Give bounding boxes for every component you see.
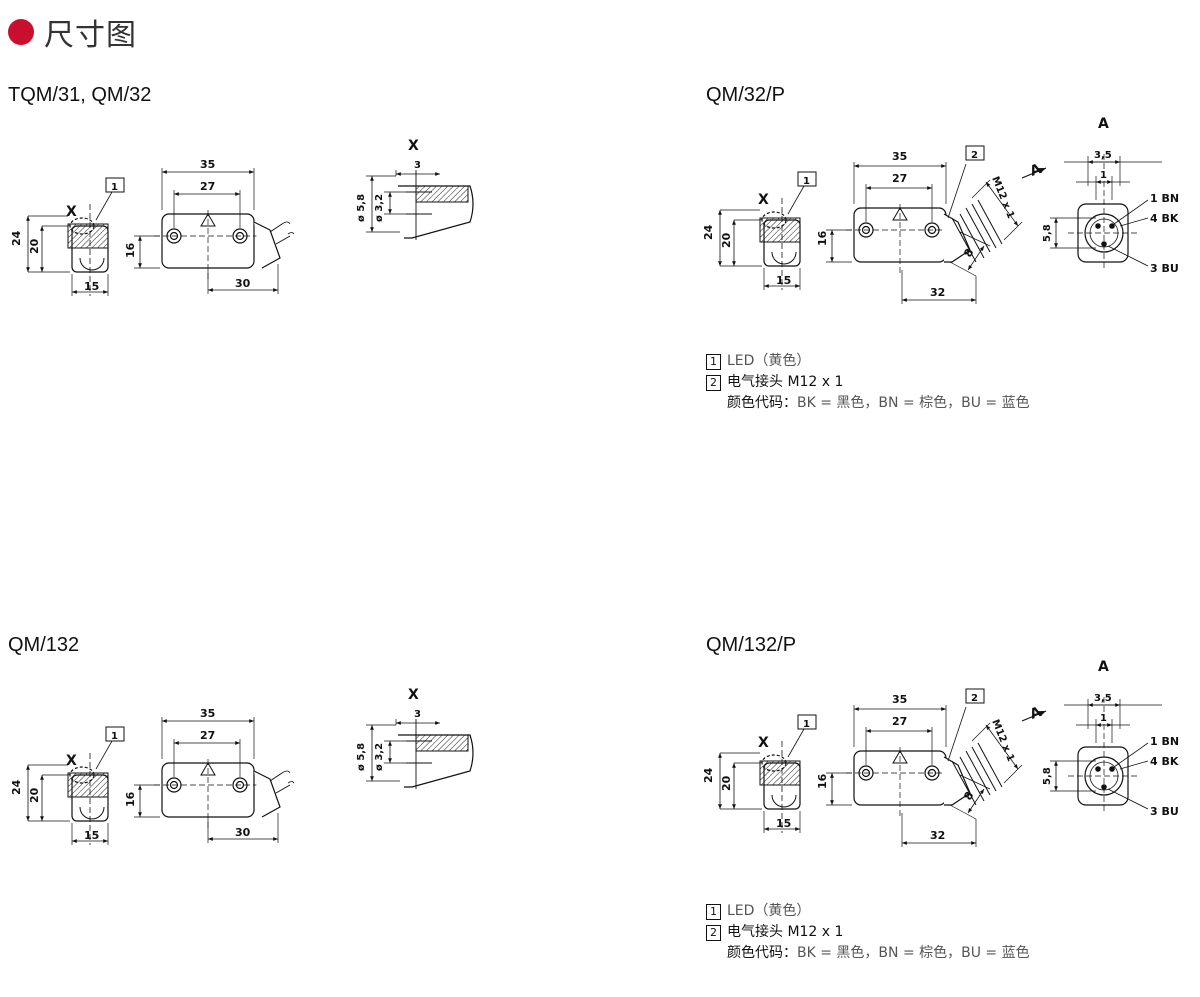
x-marker-label: X bbox=[66, 753, 77, 769]
dim-30: 30 bbox=[235, 277, 251, 290]
dim-35: 35 bbox=[200, 158, 215, 171]
legend-colors-text: BK = 黑色，BN = 棕色，BU = 蓝色 bbox=[797, 945, 1030, 961]
arrow-a-label: A bbox=[1028, 704, 1044, 723]
legend-item-connector: 2 电气接头 M12 x 1 bbox=[706, 922, 1030, 943]
dim-32: 32 bbox=[930, 829, 945, 842]
pin-3-bu: 3 BU bbox=[1150, 805, 1179, 818]
callout-2: 2 bbox=[971, 150, 978, 161]
dim-32: 32 bbox=[930, 286, 945, 299]
drawing-qm32p: 24 20 15 X 1 35 27 16 2 M12 x 1 8 32 A A… bbox=[702, 116, 1179, 304]
model-label-qm132p: QM/132/P bbox=[706, 634, 797, 656]
dim-24: 24 bbox=[702, 767, 715, 783]
callout-1: 1 bbox=[803, 176, 810, 187]
x-marker-label: X bbox=[758, 735, 769, 751]
dim-1: 1 bbox=[1100, 713, 1107, 724]
dim-24: 24 bbox=[702, 224, 715, 240]
legend-text-connector: 电气接头 M12 x 1 bbox=[727, 924, 844, 940]
pin-3-bu: 3 BU bbox=[1150, 262, 1179, 275]
view-a-label: A bbox=[1098, 116, 1109, 132]
dim-27: 27 bbox=[200, 180, 215, 193]
drawing-tqm31-qm32: 24 20 15 X 1 35 27 16 30 X 3 ø 5,8 ø 3,2 bbox=[10, 138, 473, 296]
legend-qm132p: 1 LED（黄色） 2 电气接头 M12 x 1 颜色代码： BK = 黑色，B… bbox=[706, 901, 1030, 964]
x-marker-label: X bbox=[66, 204, 77, 220]
dim-dia-32: ø 3,2 bbox=[374, 743, 385, 771]
dim-m12: M12 x 1 bbox=[989, 175, 1016, 220]
legend-item-led: 1 LED（黄色） bbox=[706, 901, 1030, 922]
dim-20: 20 bbox=[28, 238, 41, 254]
detail-x-label: X bbox=[408, 138, 419, 154]
section-header: 尺寸图 bbox=[8, 10, 137, 54]
legend-color-codes: 颜色代码： BK = 黑色，BN = 棕色，BU = 蓝色 bbox=[706, 943, 1030, 964]
dim-3-5: 3,5 bbox=[1094, 693, 1112, 704]
x-marker-label: X bbox=[758, 192, 769, 208]
dim-m12: M12 x 1 bbox=[989, 718, 1016, 763]
legend-colors-label: 颜色代码： bbox=[727, 945, 797, 961]
legend-item-connector: 2 电气接头 M12 x 1 bbox=[706, 372, 1030, 393]
drawing-qm132: 24 20 15 X 1 35 27 16 30 X 3 ø 5,8 ø 3,2 bbox=[10, 687, 473, 845]
dim-16: 16 bbox=[124, 242, 137, 258]
legend-text-led: LED（黄色） bbox=[727, 353, 811, 369]
dim-24: 24 bbox=[10, 230, 23, 246]
dim-dia-58: ø 5,8 bbox=[356, 194, 367, 222]
dim-15: 15 bbox=[84, 829, 99, 842]
legend-color-codes: 颜色代码： BK = 黑色，BN = 棕色，BU = 蓝色 bbox=[706, 393, 1030, 414]
dim-20: 20 bbox=[28, 787, 41, 803]
dim-16: 16 bbox=[816, 230, 829, 246]
dim-3: 3 bbox=[414, 709, 421, 720]
pin-4-bk: 4 BK bbox=[1150, 755, 1179, 768]
legend-num-2: 2 bbox=[706, 374, 721, 391]
dim-35: 35 bbox=[892, 150, 907, 163]
view-a-label: A bbox=[1098, 659, 1109, 675]
legend-qm32p: 1 LED（黄色） 2 电气接头 M12 x 1 颜色代码： BK = 黑色，B… bbox=[706, 351, 1030, 414]
dim-5-8: 5,8 bbox=[1042, 767, 1053, 785]
dim-16: 16 bbox=[816, 773, 829, 789]
dim-20: 20 bbox=[720, 232, 733, 248]
drawing-qm132p: 24 20 15 X 1 35 27 16 2 M12 x 1 8 32 A A… bbox=[702, 659, 1179, 847]
pin-1-bn: 1 BN bbox=[1150, 192, 1179, 205]
dim-16: 16 bbox=[124, 791, 137, 807]
dim-27: 27 bbox=[892, 172, 907, 185]
callout-1: 1 bbox=[111, 182, 118, 193]
pin-4-bk: 4 BK bbox=[1150, 212, 1179, 225]
dim-dia-32: ø 3,2 bbox=[374, 194, 385, 222]
legend-colors-label: 颜色代码： bbox=[727, 395, 797, 411]
dim-27: 27 bbox=[892, 715, 907, 728]
model-label-qm32p: QM/32/P bbox=[706, 84, 785, 106]
dim-dia-58: ø 5,8 bbox=[356, 743, 367, 771]
red-bullet-icon bbox=[8, 19, 34, 45]
dim-3-5: 3,5 bbox=[1094, 150, 1112, 161]
page-title: 尺寸图 bbox=[44, 18, 137, 53]
legend-text-connector: 电气接头 M12 x 1 bbox=[727, 374, 844, 390]
dim-3: 3 bbox=[414, 160, 421, 171]
dim-15: 15 bbox=[84, 280, 99, 293]
dim-35: 35 bbox=[892, 693, 907, 706]
model-label-tqm31-qm32: TQM/31, QM/32 bbox=[8, 84, 152, 106]
legend-item-led: 1 LED（黄色） bbox=[706, 351, 1030, 372]
dim-15: 15 bbox=[776, 274, 791, 287]
legend-colors-text: BK = 黑色，BN = 棕色，BU = 蓝色 bbox=[797, 395, 1030, 411]
dim-5-8: 5,8 bbox=[1042, 224, 1053, 242]
dim-1: 1 bbox=[1100, 170, 1107, 181]
pin-1-bn: 1 BN bbox=[1150, 735, 1179, 748]
legend-text-led: LED（黄色） bbox=[727, 903, 811, 919]
dim-20: 20 bbox=[720, 775, 733, 791]
dim-15: 15 bbox=[776, 817, 791, 830]
legend-num-1: 1 bbox=[706, 353, 721, 370]
dim-35: 35 bbox=[200, 707, 215, 720]
callout-1: 1 bbox=[111, 731, 118, 742]
dim-30: 30 bbox=[235, 826, 251, 839]
model-label-qm132: QM/132 bbox=[8, 634, 80, 656]
callout-2: 2 bbox=[971, 693, 978, 704]
dim-24: 24 bbox=[10, 779, 23, 795]
legend-num-2: 2 bbox=[706, 924, 721, 941]
detail-x-label: X bbox=[408, 687, 419, 703]
dim-27: 27 bbox=[200, 729, 215, 742]
arrow-a-label: A bbox=[1028, 161, 1044, 180]
legend-num-1: 1 bbox=[706, 903, 721, 920]
callout-1: 1 bbox=[803, 719, 810, 730]
